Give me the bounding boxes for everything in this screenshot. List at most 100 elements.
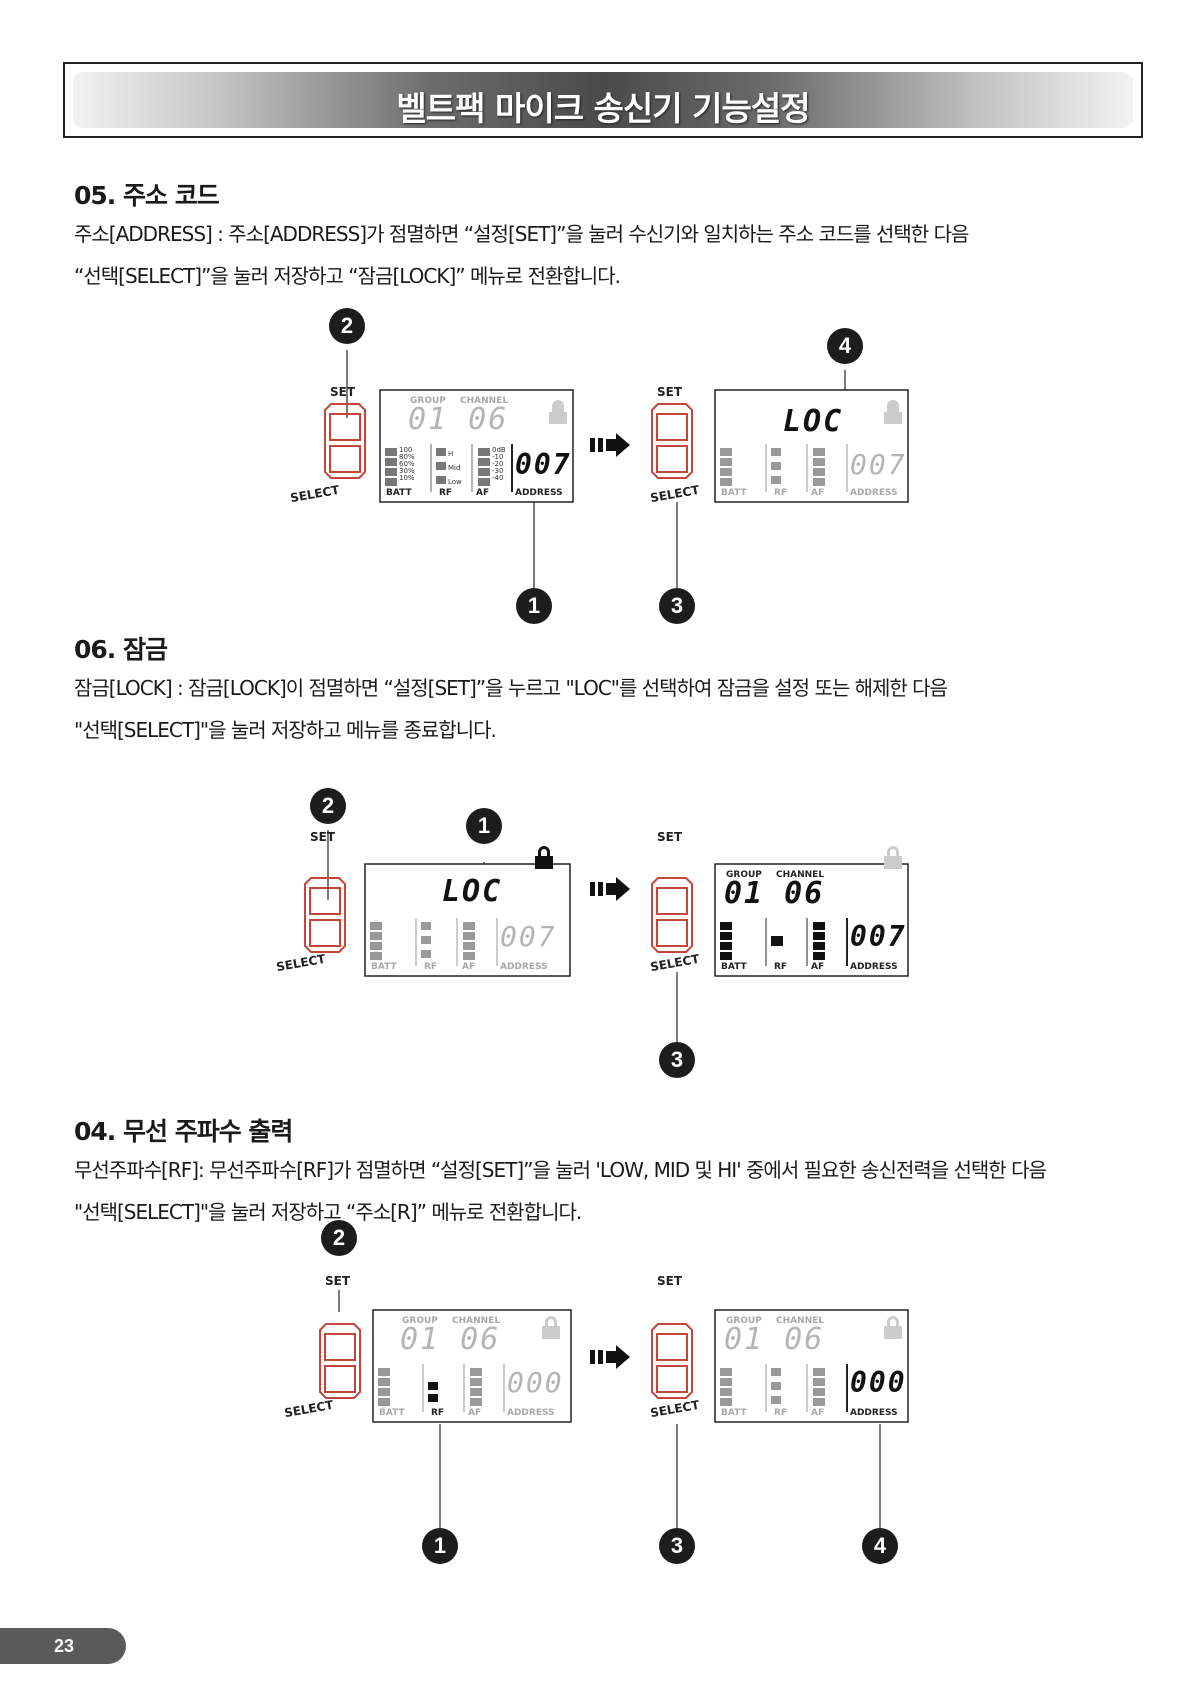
- lcd-channel-label: CHANNEL: [776, 870, 825, 880]
- lcd-group-channel: 01 06: [408, 402, 509, 437]
- section-text-line: 주소[ADDRESS] : 주소[ADDRESS]가 점멸하면 “설정[SET]…: [74, 222, 969, 246]
- lcd-batt-label: BATT: [386, 488, 412, 498]
- lcd-channel-label: CHANNEL: [776, 1316, 825, 1326]
- arrow-right-icon: [590, 1345, 630, 1369]
- lcd-batt-label: BATT: [721, 488, 747, 498]
- callout-badge: 4: [827, 328, 863, 364]
- section-heading-rf: 04. 무선 주파수 출력: [74, 1117, 293, 1146]
- lcd-rf-label: RF: [774, 962, 788, 972]
- lcd-af-scale: 0dB-10-20-30-40: [492, 446, 506, 482]
- page-number: 23: [0, 1628, 126, 1664]
- lcd-group-label: GROUP: [402, 1316, 438, 1326]
- lcd-address-value: 007: [850, 448, 907, 481]
- lcd-address-value: 007: [515, 448, 572, 481]
- lcd-address-value: 000: [507, 1366, 564, 1399]
- callout-badge: 2: [321, 1220, 357, 1256]
- lcd-address-label: ADDRESS: [850, 1408, 898, 1418]
- arrow-right-icon: [590, 877, 630, 901]
- section-text-line: 무선주파수[RF]: 무선주파수[RF]가 점멸하면 “설정[SET]”을 눌러…: [74, 1158, 1047, 1182]
- lcd-address-label: ADDRESS: [500, 962, 548, 972]
- section-heading-address: 05. 주소 코드: [74, 181, 220, 210]
- lcd-frame: [714, 1309, 909, 1423]
- lcd-frame: [372, 1309, 572, 1423]
- lcd-af-label: AF: [476, 488, 490, 498]
- segment-button: [651, 403, 693, 479]
- segment-button: [651, 1323, 693, 1399]
- lcd-batt-label: BATT: [721, 1408, 747, 1418]
- segment-button: [319, 1323, 361, 1399]
- set-label: SET: [325, 1274, 351, 1288]
- callout-badge: 1: [466, 808, 502, 844]
- lcd-batt-label: BATT: [721, 962, 747, 972]
- lcd-frame: [714, 389, 909, 503]
- segment-button: [304, 877, 346, 953]
- lcd-group-channel: 01 06: [400, 1322, 501, 1357]
- lock-icon: [542, 1316, 560, 1339]
- section-text-line: "선택[SELECT]"을 눌러 저장하고 “주소[R]” 메뉴로 전환합니다.: [74, 1200, 582, 1224]
- lcd-address-label: ADDRESS: [850, 488, 898, 498]
- lcd-channel-label: CHANNEL: [460, 396, 509, 406]
- callout-badge: 3: [659, 1042, 695, 1078]
- lcd-group-label: GROUP: [726, 870, 762, 880]
- page-title: 벨트팩 마이크 송신기 기능설정: [396, 89, 810, 128]
- section-heading-lock: 06. 잠금: [74, 635, 168, 664]
- lock-icon: [884, 400, 902, 424]
- lcd-af-label: AF: [811, 1408, 825, 1418]
- figure-lines: [324, 350, 909, 588]
- set-label: SET: [657, 385, 683, 399]
- lcd-address-value: 007: [500, 920, 557, 953]
- title-banner-fill: 벨트팩 마이크 송신기 기능설정: [73, 72, 1133, 128]
- figure-address: 2 4 1 3 SET SELECT SET SELECT GROUP CHAN…: [289, 308, 920, 650]
- lcd-rf-label: RF: [439, 488, 453, 498]
- lcd-rf-label: RF: [424, 962, 438, 972]
- lcd-batt-label: BATT: [371, 962, 397, 972]
- lcd-address-label: ADDRESS: [507, 1408, 555, 1418]
- lcd-address-label: ADDRESS: [515, 488, 563, 498]
- callout-badge: 1: [516, 588, 552, 624]
- callout-badge: 3: [659, 588, 695, 624]
- lock-icon: [884, 1316, 902, 1339]
- figure-lock: 2 1 3 SET SELECT SET SELECT LOC 007 BATT…: [275, 788, 920, 1130]
- arrow-right-icon: [590, 433, 630, 457]
- section-text-line: "선택[SELECT]"을 눌러 저장하고 메뉴를 종료합니다.: [74, 718, 497, 742]
- section-text-line: “선택[SELECT]”을 눌러 저장하고 “잠금[LOCK]” 메뉴로 전환합…: [74, 264, 621, 288]
- callout-badge: 2: [310, 788, 346, 824]
- set-label: SET: [657, 1274, 683, 1288]
- set-label: SET: [330, 385, 356, 399]
- section-text-line: 잠금[LOCK] : 잠금[LOCK]이 점멸하면 “설정[SET]”을 누르고…: [74, 676, 948, 700]
- lcd-group-label: GROUP: [726, 1316, 762, 1326]
- lcd-group-channel: 01 06: [724, 1322, 825, 1357]
- segment-button: [651, 877, 693, 953]
- set-label: SET: [657, 830, 683, 844]
- lock-icon: [535, 846, 553, 869]
- lcd-af-label: AF: [811, 488, 825, 498]
- lcd-rf-label: RF: [774, 1408, 788, 1418]
- lcd-batt-label: BATT: [379, 1408, 405, 1418]
- lcd-frame: [379, 389, 574, 503]
- callout-badge: 3: [659, 1528, 695, 1564]
- lcd-af-label: AF: [462, 962, 476, 972]
- figure-rf: 2 1 3 4 SET SELECT SET SELECT GROUP CHAN…: [283, 1220, 920, 1610]
- lcd-group-channel: 01 06: [724, 876, 825, 911]
- lcd-loc-text: LOC: [442, 874, 503, 909]
- callout-badge: 1: [422, 1528, 458, 1564]
- lock-icon: [549, 400, 567, 424]
- lcd-address-value: 000: [850, 1366, 907, 1399]
- set-label: SET: [310, 830, 336, 844]
- figure-lines: [304, 830, 909, 1042]
- lcd-channel-label: CHANNEL: [452, 1316, 501, 1326]
- lock-icon: [884, 846, 902, 869]
- lcd-rf-label: RF: [431, 1408, 445, 1418]
- lcd-address-label: ADDRESS: [850, 962, 898, 972]
- title-banner: 벨트팩 마이크 송신기 기능설정: [63, 62, 1143, 138]
- callout-badge: 2: [329, 308, 365, 344]
- lcd-af-label: AF: [811, 962, 825, 972]
- lcd-af-label: AF: [468, 1408, 482, 1418]
- segment-button: [324, 403, 366, 479]
- lcd-frame: [714, 863, 909, 977]
- figure-lines: [319, 1290, 909, 1528]
- lcd-rf-label: RF: [774, 488, 788, 498]
- lcd-address-value: 007: [850, 920, 907, 953]
